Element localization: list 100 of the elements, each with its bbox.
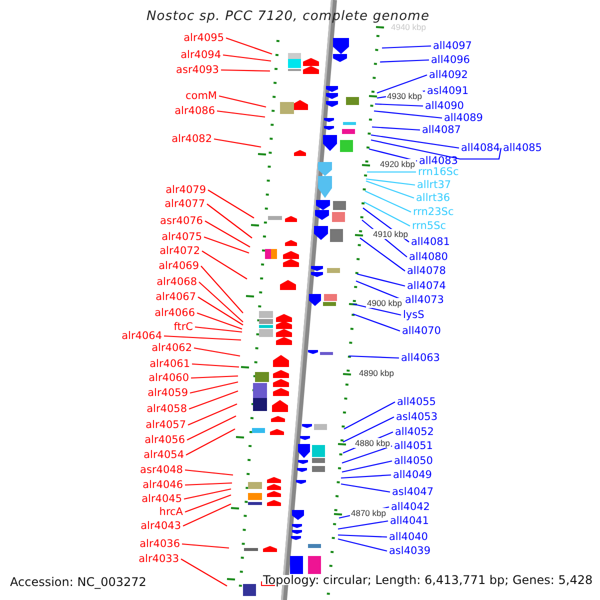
gene-label: asl4039: [389, 544, 431, 558]
gene-label: all4092: [429, 68, 468, 82]
gene-label: all4085: [503, 142, 542, 154]
gene-label: alr4054: [144, 448, 184, 462]
gene-label: alr4094: [180, 48, 221, 62]
gene-label: all4049: [393, 468, 432, 482]
leader-line: [186, 416, 236, 440]
leader-line: [380, 59, 430, 63]
gene-label: alr4066: [154, 306, 195, 320]
gene-label: hrcA: [159, 506, 183, 518]
leader-line: [376, 74, 428, 94]
gene-label: alr4067: [156, 290, 196, 304]
gene-label: alr4061: [150, 358, 190, 370]
scale-label: 4870 kbp: [350, 508, 387, 518]
gene-label: lysS: [403, 308, 424, 322]
leader-line: [182, 504, 232, 526]
gene-label: rrn16Sc: [418, 166, 459, 178]
gene-label: all4063: [401, 352, 440, 364]
scale-label: 4930 kbp: [386, 91, 423, 101]
leader-line: [368, 148, 418, 162]
leader-line: [366, 180, 414, 199]
gene-label: alr4058: [146, 402, 187, 416]
leader-line: [184, 482, 232, 486]
leader-line: [204, 236, 250, 254]
gene-label: all4055: [397, 396, 436, 408]
gene-label: all4080: [409, 250, 448, 264]
gene-label: all4089: [444, 112, 483, 124]
gene-label: all4070: [402, 324, 441, 338]
gene-label: asr4093: [176, 64, 219, 76]
leader-line: [206, 204, 252, 238]
leader-line: [342, 460, 392, 473]
gene-label: rrn23Sc: [413, 206, 454, 218]
gene-label: all4097: [433, 40, 472, 52]
gene-label: alr4072: [160, 244, 200, 258]
leader-line: [184, 494, 232, 513]
gene-label: allrt36: [416, 192, 450, 204]
leader-line: [370, 134, 460, 149]
leader-line: [180, 558, 228, 586]
leader-line: [338, 538, 388, 552]
gene-label: alr4077: [164, 198, 205, 210]
leader-line: [202, 250, 248, 280]
leader-line: [192, 363, 240, 368]
gene-label: alr4062: [152, 342, 192, 354]
gene-label: ftrC: [174, 320, 193, 334]
leader-line: [360, 238, 406, 272]
gene-label: alr4036: [140, 538, 180, 550]
gene-label: alr4057: [146, 418, 186, 432]
gene-label: all4081: [411, 236, 450, 248]
gene-label: all4074: [407, 280, 446, 292]
leader-line: [164, 335, 242, 341]
gene-label: alr4033: [138, 552, 179, 566]
leader-line: [198, 282, 244, 322]
leader-line: [204, 220, 250, 248]
gene-label: alr4086: [174, 104, 215, 118]
leader-line: [352, 313, 400, 332]
leader-line: [342, 416, 394, 442]
leader-line: [366, 178, 416, 186]
leader-line: [220, 69, 270, 72]
leader-line: [338, 534, 388, 538]
gene-label: asl4091: [427, 84, 469, 98]
leader-line: [374, 103, 424, 107]
leader-line: [216, 110, 266, 118]
gene-label: allrt37: [417, 178, 452, 192]
gene-label: alr4059: [148, 386, 188, 400]
leader-line: [222, 54, 272, 62]
leader-line: [190, 381, 238, 394]
leader-line: [194, 347, 240, 357]
leader-line: [374, 110, 442, 119]
gene-label: all4050: [394, 454, 433, 468]
leader-line: [344, 402, 396, 430]
leader-line: [184, 469, 234, 476]
info-text: Accession: NC_003272: [10, 575, 146, 589]
leader-line: [196, 312, 242, 330]
gene-label: alr4075: [162, 230, 202, 244]
gene-label: all4078: [407, 264, 446, 278]
leader-line: [226, 37, 272, 55]
leader-line: [364, 190, 412, 212]
gene-label: all4096: [431, 54, 470, 66]
gene-label: all4040: [389, 530, 428, 544]
gene-label: alr4079: [166, 184, 206, 196]
leader-line: [367, 171, 416, 173]
gene-label: alr4045: [142, 492, 182, 506]
leader-line: [188, 390, 238, 410]
gene-label: asl4047: [392, 486, 434, 498]
leader-line: [182, 543, 230, 549]
gene-label: all4051: [394, 440, 433, 452]
gene-label: all4041: [390, 514, 429, 528]
scale-label: 4900 kbp: [366, 298, 403, 308]
gene-label: rrn5Sc: [412, 220, 446, 232]
gene-label: alr4095: [184, 32, 224, 44]
gene-label: alr4043: [140, 520, 181, 532]
gene-label: asl4053: [396, 410, 438, 424]
leader-line: [342, 445, 392, 464]
leader-line: [364, 202, 410, 226]
gene-label: asr4048: [140, 464, 183, 476]
gene-label: alr4046: [142, 478, 183, 492]
leader-line: [188, 404, 238, 426]
gene-label: alr4056: [144, 434, 185, 446]
gene-label: all4084: [461, 142, 500, 154]
leader-line: [370, 139, 502, 160]
